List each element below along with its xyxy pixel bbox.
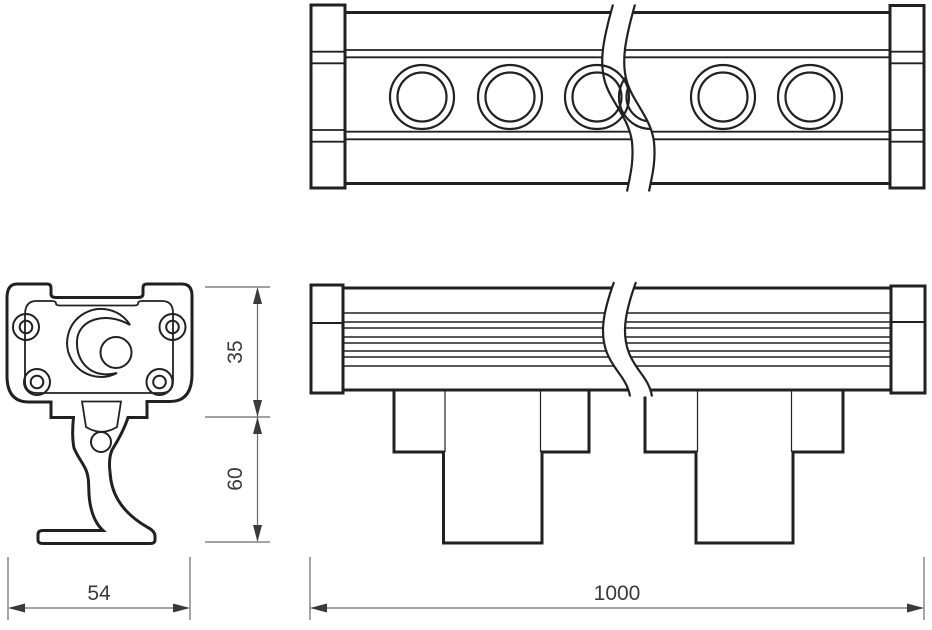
dimension-label-bracket-height: 60 (224, 467, 247, 490)
hinge-slot (80, 400, 123, 433)
end-cap-left (309, 3, 347, 190)
lens-small-circle (99, 336, 133, 369)
dimension-width: 54 (7, 557, 191, 620)
side-silhouette (5, 282, 194, 545)
arrowheads (253, 287, 262, 542)
lens-crescent (66, 307, 131, 378)
extension-lines (205, 286, 270, 543)
end-cap-right (889, 284, 927, 395)
dimension-label-body-height: 35 (224, 340, 247, 363)
pivot-hole (90, 431, 112, 453)
end-cap-right (888, 4, 926, 190)
led-lens-outer (388, 63, 456, 131)
dimension-heights: 35 60 (205, 286, 270, 543)
screw-holes (12, 313, 187, 396)
dimension-label-length: 1000 (594, 582, 641, 605)
led-lens-inner (396, 71, 448, 123)
lens-optic (66, 307, 133, 378)
break-line-profile (601, 281, 654, 397)
extension-lines (309, 557, 925, 620)
screw-hole (12, 313, 40, 341)
front-view-drawing (309, 3, 926, 192)
inner-outline (24, 300, 174, 394)
led-lens-at-break (563, 63, 631, 131)
end-cap-left (309, 283, 345, 395)
mounting-bracket-left (392, 390, 591, 545)
arrowheads (310, 603, 924, 613)
mounting-bracket-right (643, 390, 845, 545)
arrowheads (8, 603, 190, 613)
led-lens-row (388, 63, 844, 131)
side-view-drawing (5, 282, 194, 545)
break-line-front (601, 4, 656, 192)
dimension-length: 1000 (309, 557, 925, 620)
profile-view-drawing (309, 281, 927, 545)
dimension-label-width: 54 (87, 582, 111, 605)
extension-lines (7, 557, 191, 620)
